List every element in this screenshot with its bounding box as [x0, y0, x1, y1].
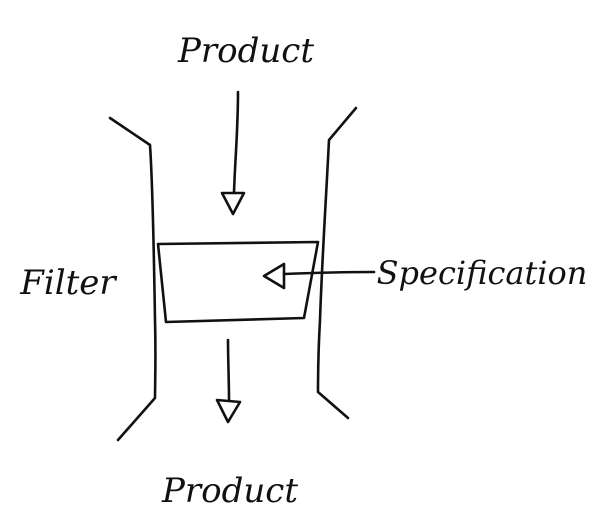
specification-arrow-head: [262, 262, 286, 290]
top-arrow-head: [220, 191, 246, 216]
bottom-arrow-shaft: [226, 338, 231, 402]
top-arrow-shaft: [232, 90, 240, 195]
filter-label: Filter: [19, 263, 117, 303]
specification-label: Specification: [377, 254, 588, 292]
top-product-label: Product: [177, 31, 314, 71]
bottom-product-label: Product: [161, 471, 298, 511]
bottom-arrow-head: [215, 398, 242, 424]
filter-left-wall: [108, 116, 157, 442]
specification-box: [156, 240, 320, 324]
specification-arrow-shaft: [282, 270, 376, 276]
filter-right-wall: [316, 106, 358, 420]
